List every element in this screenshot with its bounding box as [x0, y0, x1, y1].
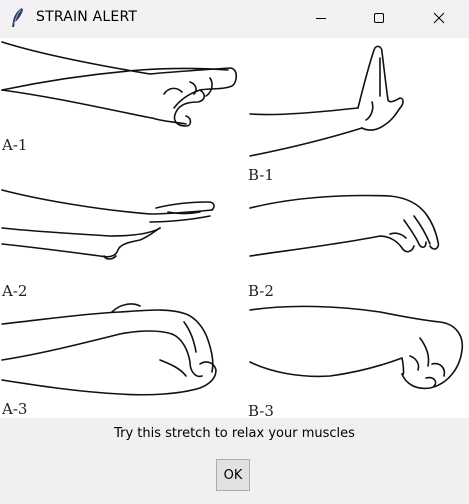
- label-a3: A-3: [1, 400, 27, 418]
- title-bar[interactable]: STRAIN ALERT: [0, 0, 469, 36]
- stretch-illustration: A-1 B-1 A-2: [0, 38, 469, 418]
- maximize-icon: [374, 13, 384, 23]
- window-title: STRAIN ALERT: [36, 9, 138, 25]
- label-a2: A-2: [1, 282, 27, 300]
- stretch-b3-drawing: [249, 305, 464, 390]
- minimize-button[interactable]: [292, 0, 350, 36]
- maximize-button[interactable]: [350, 0, 408, 36]
- feather-icon: [9, 7, 27, 29]
- close-icon: [433, 12, 445, 24]
- ok-button[interactable]: OK: [215, 458, 251, 492]
- stretch-b1-drawing: [249, 45, 404, 157]
- stretch-b2-drawing: [249, 194, 440, 257]
- close-button[interactable]: [409, 0, 469, 36]
- stretch-a3-drawing: [1, 303, 217, 396]
- stretch-a2-drawing: [1, 189, 215, 260]
- minimize-icon: [316, 18, 326, 19]
- label-b1: B-1: [248, 166, 274, 184]
- stretch-a1-drawing: [1, 41, 238, 127]
- label-a1: A-1: [1, 136, 27, 154]
- alert-message: Try this stretch to relax your muscles: [114, 426, 355, 441]
- label-b2: B-2: [248, 282, 274, 300]
- label-b3: B-3: [248, 402, 274, 418]
